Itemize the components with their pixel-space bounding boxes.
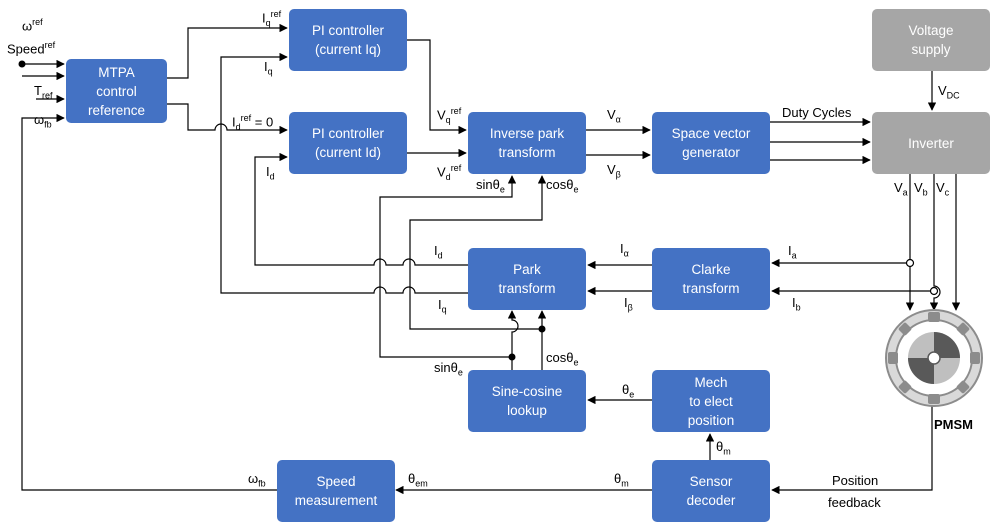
- sin-theta-top-label: sinθe: [476, 177, 505, 195]
- duty-cycles-label: Duty Cycles: [782, 105, 852, 120]
- iq-ref-label: Iqref: [262, 9, 282, 28]
- sensor-decoder-block: Sensor decoder: [652, 460, 770, 522]
- omega-fb-output-label: ωfb: [248, 471, 266, 489]
- speed-ref-label: Speedref: [7, 40, 56, 57]
- park-id-label: Id: [434, 243, 443, 261]
- omega-ref-label: ωref: [22, 17, 43, 34]
- v-alpha-label: Vα: [607, 107, 621, 125]
- position-label: Position: [832, 473, 879, 488]
- mech-to-elect-position-block: Mech to elect position: [652, 370, 770, 432]
- feedback-label: feedback: [828, 495, 881, 510]
- theta-m-upper-label: θm: [716, 439, 731, 457]
- vdc-label: VDC: [938, 83, 960, 101]
- vb-label: Vb: [914, 180, 928, 198]
- space-vector-generator-block: Space vector generator: [652, 112, 770, 174]
- park-transform-block: Park transform: [468, 248, 586, 310]
- id-feedback-label: Id: [266, 164, 275, 182]
- vd-ref-label: Vdref: [437, 163, 462, 182]
- voltage-supply-block: Voltage supply: [872, 9, 990, 71]
- va-label: Va: [894, 180, 908, 198]
- inverter-block: Inverter: [872, 112, 990, 174]
- omega-fb-input-label: ωfb: [34, 112, 52, 130]
- sin-theta-bottom-label: sinθe: [434, 360, 463, 378]
- theta-e-label: θe: [622, 382, 635, 400]
- i-beta-label: Iβ: [624, 295, 633, 313]
- pmsm-label: PMSM: [934, 417, 973, 432]
- inverse-park-transform-block: Inverse park transform: [468, 112, 586, 174]
- mtpa-control-reference-block: MTPA control reference: [66, 59, 167, 123]
- iq-feedback-label: Iq: [264, 59, 273, 77]
- cos-theta-bottom-label: cosθe: [546, 350, 579, 368]
- v-beta-label: Vβ: [607, 162, 621, 180]
- park-iq-label: Iq: [438, 297, 447, 315]
- torque-ref-label: Tref: [34, 83, 53, 101]
- id-ref-label: Idref = 0: [232, 113, 274, 132]
- clarke-transform-block: Clarke transform: [652, 248, 770, 310]
- speed-measurement-block: Speed measurement: [277, 460, 395, 522]
- theta-m-lower-label: θm: [614, 471, 629, 489]
- cos-theta-top-label: cosθe: [546, 177, 579, 195]
- pi-controller-iq-block: PI controller (current Iq): [289, 9, 407, 71]
- pi-controller-id-block: PI controller (current Id): [289, 112, 407, 174]
- ib-label: Ib: [792, 295, 801, 313]
- i-alpha-label: Iα: [620, 241, 629, 259]
- theta-em-label: θem: [408, 471, 428, 489]
- pmsm-motor-icon: [885, 309, 983, 407]
- vc-label: Vc: [936, 180, 950, 198]
- vq-ref-label: Vqref: [437, 106, 462, 125]
- sine-cosine-lookup-block: Sine-cosine lookup: [468, 370, 586, 432]
- ia-label: Ia: [788, 243, 797, 261]
